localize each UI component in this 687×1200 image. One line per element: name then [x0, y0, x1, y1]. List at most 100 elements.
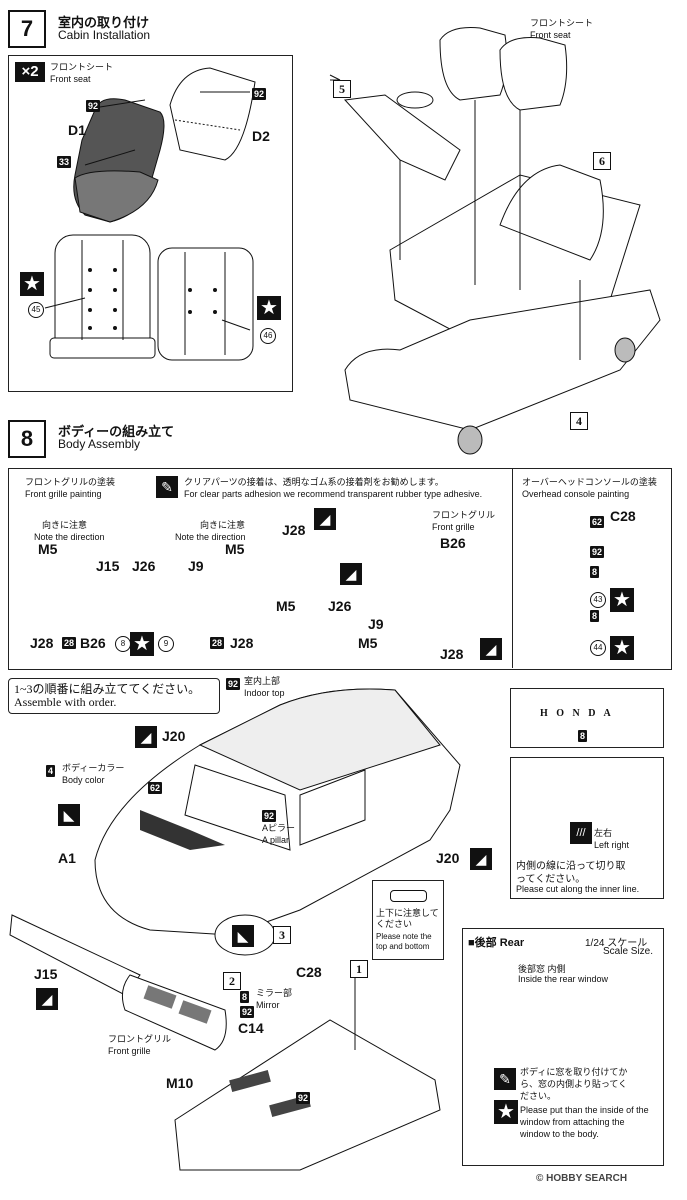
label-j15-body: J15	[34, 966, 58, 982]
star-icon: ★	[130, 632, 154, 656]
scale-jp: 1/24 スケール	[585, 938, 648, 949]
right-seat-jp: フロントシート	[530, 18, 594, 28]
part-callout-6: 6	[593, 152, 611, 170]
label-c28-body: C28	[296, 964, 322, 980]
label-j28-left: J28	[30, 635, 54, 651]
indoor-top-jp: 室内上部	[244, 676, 281, 686]
topbottom-en: Please note the top and bottom	[376, 932, 432, 951]
rear-window-box	[462, 928, 664, 1166]
left-right-jp: 左右	[594, 828, 613, 838]
label-j28-top: J28	[282, 522, 306, 538]
part-callout-5: 5	[333, 80, 351, 98]
label-m10: M10	[166, 1075, 194, 1091]
rear-title: ■後部 Rear	[468, 937, 525, 949]
step-7-title-en: Cabin Installation	[58, 28, 151, 42]
part-callout-4: 4	[570, 412, 588, 430]
callout-92-a: 92	[86, 100, 101, 112]
callout-92-b: 92	[252, 88, 267, 100]
callout-8-console-2: 8	[590, 610, 600, 622]
label-m5-exploded-2: M5	[358, 635, 378, 651]
pillar-en: A pillar	[262, 835, 290, 845]
decal-icon: ///	[570, 822, 592, 844]
step-7-title-jp: 室内の取り付け	[58, 15, 150, 30]
star-icon: ★	[494, 1100, 518, 1124]
callout-45: 45	[28, 302, 44, 318]
callout-28-b: 28	[210, 637, 225, 649]
label-j20-top: J20	[162, 728, 186, 744]
label-j26-exploded: J26	[328, 598, 352, 614]
order-jp: 1~3の順番に組み立ててください。	[14, 682, 201, 696]
label-c28-console: C28	[610, 508, 636, 524]
grille-paint-jp: フロントグリルの塗装	[25, 477, 116, 487]
adhesive-icon: ✎	[156, 476, 178, 498]
front-grille-body-jp: フロントグリル	[108, 1034, 172, 1044]
paint-icon: ◢	[135, 726, 157, 748]
callout-92-mirror: 92	[240, 1006, 255, 1018]
label-j20-side: J20	[436, 850, 460, 866]
callout-92-indoor: 92	[226, 678, 241, 690]
callout-46: 46	[260, 328, 276, 344]
callout-28-a: 28	[62, 637, 77, 649]
label-d2: D2	[252, 128, 270, 144]
label-j28-exploded: J28	[440, 646, 464, 662]
paint-icon: ◣	[232, 925, 254, 947]
topbottom-jp: 上下に注意してください	[376, 908, 439, 929]
body-color-jp: ボディーカラー	[62, 763, 125, 773]
front-grille-body-en: Front grille	[108, 1046, 151, 1056]
rear-window-en: Inside the rear window	[518, 974, 609, 984]
paint-icon: ◢	[314, 508, 336, 530]
painting-divider	[512, 468, 513, 668]
front-seat-jp: フロントシート	[50, 62, 114, 72]
front-seat-en: Front seat	[50, 74, 91, 84]
body-color-en: Body color	[62, 775, 105, 785]
clear-parts-jp: クリアパーツの接着は、透明なゴム系の接着剤をお勧めします。	[184, 477, 444, 487]
label-j9-exploded: J9	[368, 616, 384, 632]
callout-92-pillar: 92	[262, 810, 277, 822]
label-j15: J15	[96, 558, 120, 574]
callout-33: 33	[57, 156, 72, 168]
step-8-title-en: Body Assembly	[58, 437, 141, 451]
star-icon: ★	[610, 636, 634, 660]
front-grille-jp: フロントグリル	[432, 510, 496, 520]
step-8-number: 8	[8, 420, 46, 458]
label-c14: C14	[238, 1020, 264, 1036]
rear-window-jp: 後部窓 内側	[518, 964, 566, 974]
order-2: 2	[223, 972, 241, 990]
callout-8-console: 8	[590, 566, 600, 578]
callout-92-console: 92	[590, 546, 605, 558]
label-j28-right: J28	[230, 635, 254, 651]
callout-8: 8	[115, 636, 131, 652]
label-d1: D1	[68, 122, 86, 138]
callout-62-body: 62	[148, 782, 163, 794]
clear-parts-en: For clear parts adhesion we recommend tr…	[184, 489, 483, 499]
direction-en-left: Note the direction	[34, 532, 105, 542]
label-b26-exploded: B26	[440, 535, 466, 551]
front-grille-en: Front grille	[432, 522, 475, 532]
cut-en: Please cut along the inner line.	[516, 884, 640, 894]
topbottom-box	[372, 880, 444, 960]
direction-jp-right: 向きに注意	[200, 520, 246, 530]
paint-icon: ◢	[480, 638, 502, 660]
step-7-number: 7	[8, 10, 46, 48]
step-8-title-jp: ボディーの組み立て	[58, 424, 175, 439]
label-m5-exploded: M5	[276, 598, 296, 614]
window-note-jp: ボディに窓を取り付けてから、窓の内側より貼ってください。	[520, 1067, 628, 1101]
indoor-top-en: Indoor top	[244, 688, 285, 698]
cut-jp: 内側の線に沿って切り取ってください。	[516, 861, 626, 885]
callout-8-mirror: 8	[240, 991, 250, 1003]
grille-paint-en: Front grille painting	[25, 489, 102, 499]
callout-43: 43	[590, 592, 606, 608]
label-m5-right: M5	[225, 541, 245, 557]
window-note-en: Please put than the inside of the window…	[520, 1105, 649, 1139]
label-a1: A1	[58, 850, 76, 866]
scale-en: Scale Size.	[603, 946, 654, 957]
label-j9: J9	[188, 558, 204, 574]
paint-icon: ◢	[36, 988, 58, 1010]
pillar-jp: Aピラー	[262, 823, 296, 833]
topbottom-glass	[390, 890, 427, 902]
mirror-en: Mirror	[256, 1000, 280, 1010]
emblem-text: H O N D A	[540, 708, 614, 719]
right-seat-en: Front seat	[530, 30, 571, 40]
label-j26: J26	[132, 558, 156, 574]
adhesive-icon: ✎	[494, 1068, 516, 1090]
